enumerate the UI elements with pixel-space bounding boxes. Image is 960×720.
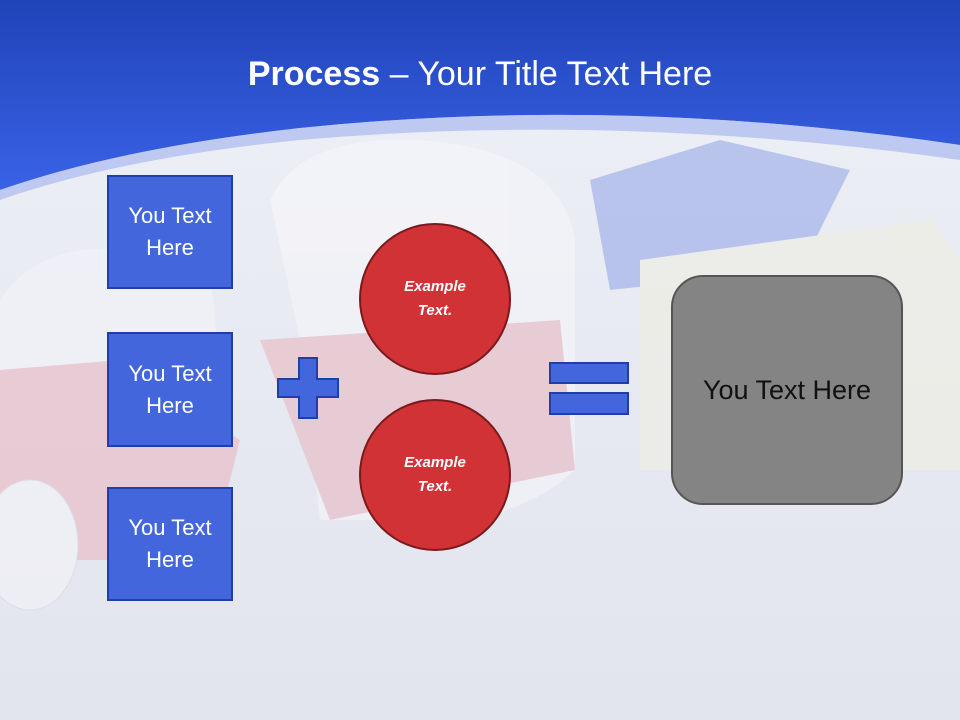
- left-box-2: You Text Here: [107, 332, 233, 447]
- left-box-1: You Text Here: [107, 175, 233, 289]
- slide-title: Process – Your Title Text Here: [0, 52, 960, 96]
- circle-2-line1: Example: [404, 454, 466, 471]
- left-box-3-line1: You Text: [128, 515, 212, 540]
- equals-icon: [549, 362, 629, 415]
- circle-2-line2: Text.: [417, 478, 453, 495]
- left-box-1-line1: You Text: [128, 203, 212, 228]
- circle-1-line2: Text.: [417, 302, 453, 319]
- title-rest: – Your Title Text Here: [380, 55, 713, 93]
- left-box-2-line1: You Text: [128, 360, 212, 386]
- plus-icon: [277, 357, 339, 419]
- circle-1-line1: Example: [404, 278, 466, 295]
- left-box-2-line2: Here: [146, 392, 194, 418]
- result-text: You Text Here: [702, 374, 872, 405]
- left-box-3-line2: Here: [146, 547, 194, 572]
- circle-2: Example Text.: [359, 399, 511, 551]
- circle-1: Example Text.: [359, 223, 511, 375]
- left-box-3: You Text Here: [107, 487, 233, 601]
- result-box: You Text Here: [671, 275, 903, 505]
- title-bold: Process: [247, 55, 381, 93]
- left-box-1-line2: Here: [146, 235, 194, 260]
